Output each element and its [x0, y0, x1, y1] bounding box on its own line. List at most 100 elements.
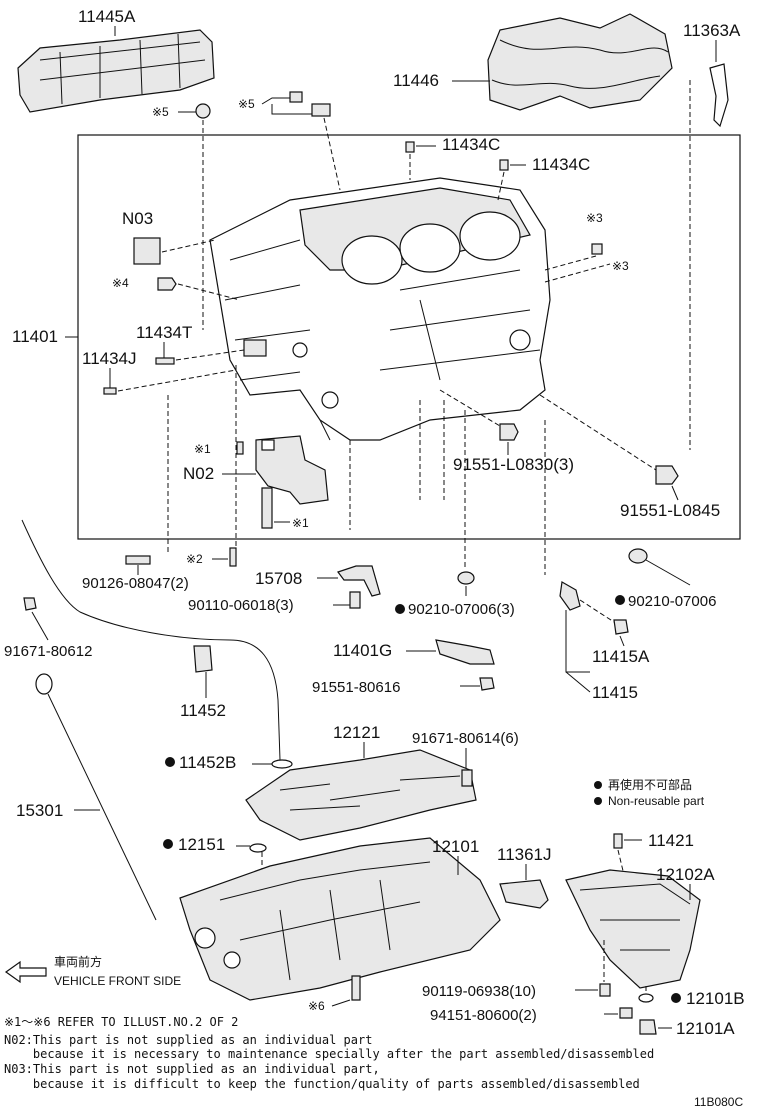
label-11446[interactable]: 11446 — [393, 71, 439, 90]
label-11434J[interactable]: 11434J — [82, 349, 137, 368]
o-ring-11452B[interactable] — [271, 759, 293, 769]
pin-11434J[interactable] — [103, 387, 117, 395]
part-15708-nozzle[interactable] — [337, 565, 381, 597]
bolt-91551-L0830[interactable] — [499, 423, 519, 441]
pin-mark3[interactable] — [591, 243, 603, 255]
label-90126-08047[interactable]: 90126-08047(2) — [82, 575, 189, 592]
illustration-code: 11B080C — [694, 1095, 743, 1109]
label-11445A[interactable]: 11445A — [78, 7, 136, 26]
label-12101A[interactable]: 12101A — [676, 1019, 735, 1038]
part-11363A-bracket[interactable] — [709, 63, 729, 128]
label-90210-07006-3[interactable]: 90210-07006(3) — [408, 601, 515, 618]
label-90119-06938[interactable]: 90119-06938(10) — [422, 983, 536, 1000]
part-12102A-oil-pan-lower[interactable] — [565, 869, 701, 989]
gasket-12101B[interactable] — [638, 993, 654, 1003]
label-12151[interactable]: 12151 — [178, 835, 225, 854]
note-N03-line1: N03:This part is not supplied as an indi… — [4, 1062, 380, 1076]
label-90210-07006[interactable]: 90210-07006 — [628, 593, 716, 610]
part-11361J[interactable] — [499, 879, 549, 909]
non-reusable-dot-90210 — [615, 595, 625, 605]
label-12121[interactable]: 12121 — [333, 723, 380, 742]
part-11415-sensor[interactable] — [559, 581, 581, 611]
part-12121-baffle-plate[interactable] — [245, 749, 477, 841]
stud-90126-08047[interactable] — [125, 555, 151, 565]
nut-94151-80600[interactable] — [619, 1007, 633, 1019]
mark-3b: ※3 — [612, 259, 629, 273]
legend-dot-2 — [594, 797, 602, 805]
washer-90210-07006-3[interactable] — [457, 571, 475, 585]
part-11445A-insulator[interactable] — [17, 29, 215, 113]
mark-6: ※6 — [308, 999, 325, 1013]
label-91551-80616[interactable]: 91551-80616 — [312, 679, 400, 696]
label-11421[interactable]: 11421 — [648, 831, 694, 850]
bolt-91551-80616[interactable] — [479, 677, 495, 691]
note-reference: ※1～※6 REFER TO ILLUST.NO.2 OF 2 — [4, 1015, 238, 1029]
pin-mark2[interactable] — [229, 547, 237, 567]
label-91551-L0830[interactable]: 91551-L0830(3) — [453, 455, 574, 474]
drain-plug-12101A[interactable] — [639, 1019, 657, 1035]
label-15301[interactable]: 15301 — [16, 801, 63, 820]
label-12102A[interactable]: 12102A — [656, 865, 715, 884]
pin-11434C-b[interactable] — [499, 159, 509, 171]
pin-11434C-a[interactable] — [405, 141, 415, 153]
mark-2: ※2 — [186, 552, 203, 566]
bolt-91551-L0845[interactable] — [655, 465, 679, 485]
label-11452B[interactable]: 11452B — [179, 753, 236, 772]
label-11434C-1[interactable]: 11434C — [442, 135, 500, 154]
dowel-mark1[interactable] — [236, 441, 244, 455]
part-12101-oil-pan-upper[interactable] — [179, 837, 501, 1001]
note-N02-line2: because it is necessary to maintenance s… — [4, 1047, 654, 1061]
part-11401-cylinder-block[interactable] — [209, 177, 551, 441]
label-N03[interactable]: N03 — [122, 209, 153, 228]
part-N02-bearing-cap[interactable] — [255, 435, 329, 505]
bolt-mark6[interactable] — [351, 975, 361, 1001]
label-11452[interactable]: 11452 — [180, 701, 226, 720]
part-15301-dipstick[interactable] — [35, 673, 157, 921]
label-91551-L0845[interactable]: 91551-L0845 — [620, 501, 720, 520]
mark-4: ※4 — [112, 276, 129, 290]
mark-5a: ※5 — [152, 105, 169, 119]
legend-jp: 再使用不可部品 — [608, 777, 692, 792]
label-11363A[interactable]: 11363A — [683, 21, 741, 40]
non-reusable-dot-12101B — [671, 993, 681, 1003]
bolt-91671-80612[interactable] — [23, 597, 37, 611]
label-N02[interactable]: N02 — [183, 464, 214, 483]
label-94151-80600[interactable]: 94151-80600(2) — [430, 1007, 537, 1024]
bolt-mark1[interactable] — [261, 487, 273, 529]
label-11401G[interactable]: 11401G — [333, 641, 392, 660]
nut-mark5-b[interactable] — [311, 103, 331, 117]
label-15708[interactable]: 15708 — [255, 569, 302, 588]
part-11452-dipstick-guide[interactable] — [21, 519, 281, 761]
label-90110-06018[interactable]: 90110-06018(3) — [188, 597, 294, 614]
label-12101[interactable]: 12101 — [432, 837, 479, 856]
label-11415A[interactable]: 11415A — [592, 647, 650, 666]
label-11434T[interactable]: 11434T — [136, 323, 192, 342]
o-ring-12151[interactable] — [249, 843, 267, 853]
bolt-90110-06018[interactable] — [349, 591, 361, 609]
label-12101B[interactable]: 12101B — [686, 989, 745, 1008]
label-91671-80614[interactable]: 91671-80614(6) — [412, 730, 519, 747]
washer-90210-07006[interactable] — [628, 548, 648, 564]
part-11446-insulator[interactable] — [487, 13, 673, 111]
label-11415[interactable]: 11415 — [592, 683, 638, 702]
bolt-mark4[interactable] — [157, 277, 177, 291]
part-11401G[interactable] — [435, 639, 495, 665]
pin-11434T[interactable] — [155, 357, 175, 365]
bolt-91671-80614[interactable] — [461, 769, 473, 787]
bolt-90119-06938[interactable] — [599, 983, 611, 997]
legend-en: Non-reusable part — [608, 794, 705, 808]
stud-bolt-mark5[interactable] — [289, 91, 303, 103]
bolt-11415A[interactable] — [613, 619, 629, 635]
legend-dot-1 — [594, 781, 602, 789]
mark-1b: ※1 — [292, 516, 309, 530]
label-91671-80612[interactable]: 91671-80612 — [4, 643, 92, 660]
nut-mark5[interactable] — [195, 103, 211, 119]
non-reusable-dot-11452B — [165, 757, 175, 767]
label-11401[interactable]: 11401 — [12, 327, 58, 346]
label-11361J[interactable]: 11361J — [497, 845, 552, 864]
non-reusable-dot-12151 — [163, 839, 173, 849]
label-11434C-2[interactable]: 11434C — [532, 155, 590, 174]
plug-11421[interactable] — [613, 833, 623, 849]
part-N03[interactable] — [133, 237, 161, 265]
mark-5b: ※5 — [238, 97, 255, 111]
